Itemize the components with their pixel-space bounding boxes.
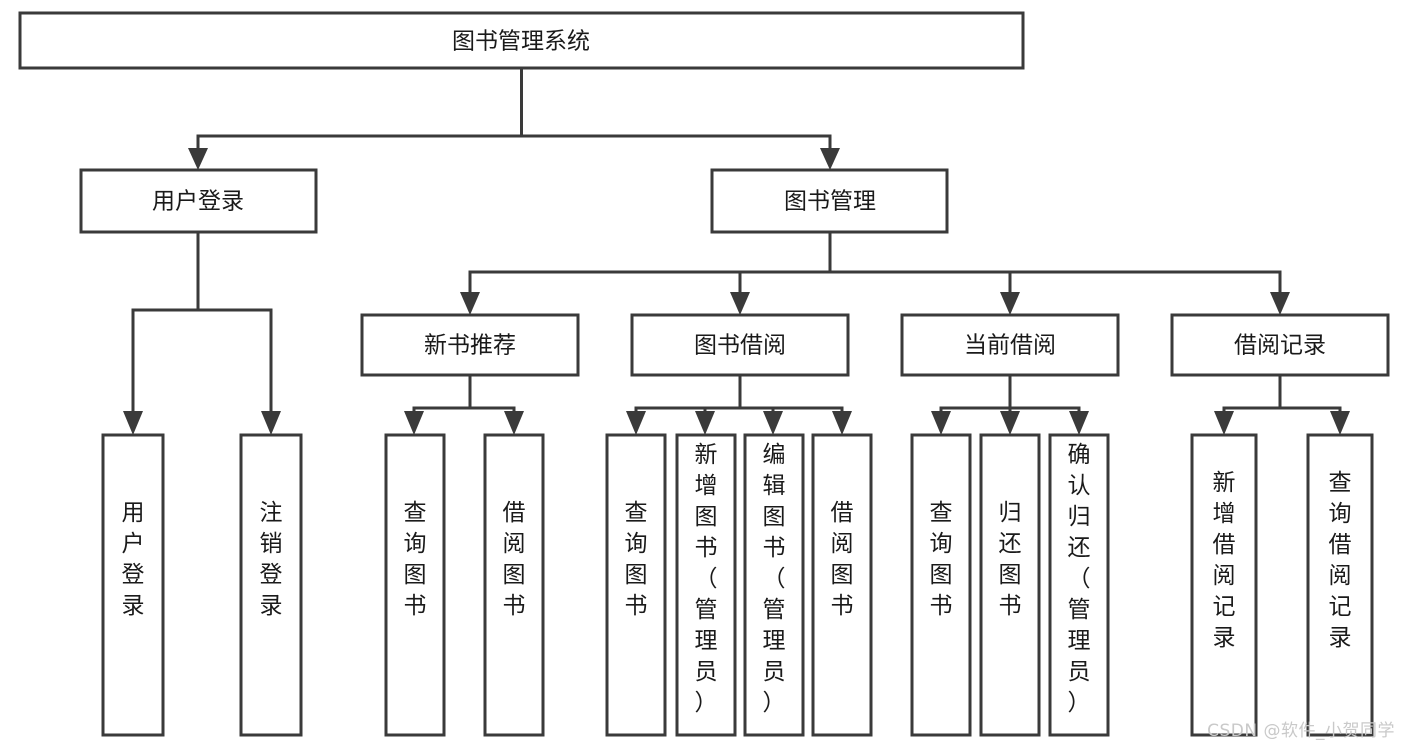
- node-current-label: 当前借阅: [964, 333, 1056, 359]
- arrow-login-to-user-login: [123, 411, 143, 435]
- node-leaf-borrow-book-2-box[interactable]: [811, 433, 873, 737]
- node-leaf-query-record-label: 查询借阅记录: [1329, 470, 1352, 651]
- node-leaf-edit-book-label: 编辑图书（管理员）: [763, 442, 786, 716]
- arrow-records-to-query-record: [1330, 411, 1350, 435]
- node-leaf-edit-book[interactable]: 编辑图书（管理员）: [743, 433, 805, 737]
- csdn-watermark: CSDN @软件_小贺同学: [1207, 721, 1395, 741]
- node-leaf-return-book-label: 归还图书: [999, 500, 1022, 619]
- node-leaf-query-book-1-label: 查询图书: [404, 500, 427, 619]
- node-bookmgmt[interactable]: 图书管理: [710, 168, 949, 234]
- node-leaf-edit-book-box[interactable]: [743, 433, 805, 737]
- link-bookmgmt-bus: [468, 230, 1282, 302]
- node-records[interactable]: 借阅记录: [1170, 313, 1390, 377]
- node-borrow[interactable]: 图书借阅: [630, 313, 850, 377]
- arrow-newbook-to-query-book: [404, 411, 424, 435]
- link-records-bus: [1222, 373, 1342, 426]
- node-leaf-add-record-box[interactable]: [1190, 433, 1258, 737]
- node-newbook-box[interactable]: [360, 313, 580, 377]
- node-root-label: 图书管理系统: [452, 29, 590, 55]
- node-newbook-label: 新书推荐: [424, 333, 516, 359]
- arrow-borrow-to-add-book: [695, 411, 715, 435]
- node-leaf-add-record-label: 新增借阅记录: [1213, 470, 1236, 651]
- node-leaf-add-book-label: 新增图书（管理员）: [695, 442, 718, 716]
- node-leaf-user-login[interactable]: 用户登录: [101, 433, 165, 737]
- connector-layer: [123, 66, 1350, 435]
- node-leaf-user-login-label: 用户登录: [122, 500, 145, 619]
- node-leaf-add-record[interactable]: 新增借阅记录: [1190, 433, 1258, 737]
- arrow-bookmgmt-to-current: [1000, 292, 1020, 315]
- node-leaf-query-book-2-box[interactable]: [605, 433, 667, 737]
- node-leaf-user-login-box[interactable]: [101, 433, 165, 737]
- arrow-current-to-confirm-return: [1069, 411, 1089, 435]
- node-root[interactable]: 图书管理系统: [18, 11, 1025, 70]
- node-root-box[interactable]: [18, 11, 1025, 70]
- link-root-bus: [196, 66, 832, 162]
- arrow-bookmgmt-to-borrow: [730, 292, 750, 315]
- arrow-bookmgmt-to-newbook: [460, 292, 480, 315]
- node-login-box[interactable]: [79, 168, 318, 234]
- arrow-current-to-query-book: [931, 411, 951, 435]
- node-leaf-add-book[interactable]: 新增图书（管理员）: [675, 433, 737, 737]
- node-records-box[interactable]: [1170, 313, 1390, 377]
- arrow-newbook-to-borrow-book: [504, 411, 524, 435]
- arrow-root-to-bookmgmt: [820, 148, 840, 170]
- arrow-borrow-to-edit-book: [763, 411, 783, 435]
- node-leaf-query-book-2[interactable]: 查询图书: [605, 433, 667, 737]
- node-leaf-confirm-return-label: 确认归还（管理员）: [1068, 442, 1091, 716]
- node-leaf-borrow-book-2[interactable]: 借阅图书: [811, 433, 873, 737]
- node-current[interactable]: 当前借阅: [900, 313, 1120, 377]
- node-leaf-add-book-box[interactable]: [675, 433, 737, 737]
- arrow-records-to-add-record: [1214, 411, 1234, 435]
- arrow-bookmgmt-to-records: [1270, 292, 1290, 315]
- node-leaf-query-book-2-label: 查询图书: [625, 500, 648, 619]
- node-bookmgmt-box[interactable]: [710, 168, 949, 234]
- node-leaf-query-book-1[interactable]: 查询图书: [384, 433, 446, 737]
- node-leaf-return-book-box[interactable]: [979, 433, 1041, 737]
- node-bookmgmt-label: 图书管理: [784, 189, 876, 215]
- node-leaf-query-book-3-box[interactable]: [910, 433, 972, 737]
- node-leaf-logout-label: 注销登录: [260, 500, 283, 619]
- link-borrow-bus: [634, 373, 844, 426]
- node-leaf-borrow-book-2-label: 借阅图书: [831, 500, 854, 619]
- node-borrow-label: 图书借阅: [694, 333, 786, 359]
- arrow-root-to-login: [188, 148, 208, 170]
- node-leaf-query-record-box[interactable]: [1306, 433, 1374, 737]
- node-leaf-confirm-return[interactable]: 确认归还（管理员）: [1048, 433, 1110, 737]
- node-login[interactable]: 用户登录: [79, 168, 318, 234]
- node-borrow-box[interactable]: [630, 313, 850, 377]
- node-current-box[interactable]: [900, 313, 1120, 377]
- node-leaf-return-book[interactable]: 归还图书: [979, 433, 1041, 737]
- node-leaf-borrow-book-1[interactable]: 借阅图书: [483, 433, 545, 737]
- node-leaf-logout[interactable]: 注销登录: [239, 433, 303, 737]
- node-leaf-borrow-book-1-label: 借阅图书: [503, 500, 526, 619]
- node-leaf-logout-box[interactable]: [239, 433, 303, 737]
- node-leaf-borrow-book-1-box[interactable]: [483, 433, 545, 737]
- arrow-current-to-return-book: [1000, 411, 1020, 435]
- node-leaf-query-record[interactable]: 查询借阅记录: [1306, 433, 1374, 737]
- node-login-label: 用户登录: [152, 189, 244, 215]
- arrow-borrow-to-query-book: [626, 411, 646, 435]
- link-login-bus: [131, 230, 273, 426]
- node-leaf-confirm-return-box[interactable]: [1048, 433, 1110, 737]
- node-leaf-query-book-1-box[interactable]: [384, 433, 446, 737]
- node-records-label: 借阅记录: [1234, 333, 1326, 359]
- arrow-borrow-to-borrow-book: [832, 411, 852, 435]
- node-newbook[interactable]: 新书推荐: [360, 313, 580, 377]
- node-leaf-query-book-3-label: 查询图书: [930, 500, 953, 619]
- arrow-login-to-logout: [261, 411, 281, 435]
- node-leaf-query-book-3[interactable]: 查询图书: [910, 433, 972, 737]
- link-newbook-bus: [412, 373, 516, 426]
